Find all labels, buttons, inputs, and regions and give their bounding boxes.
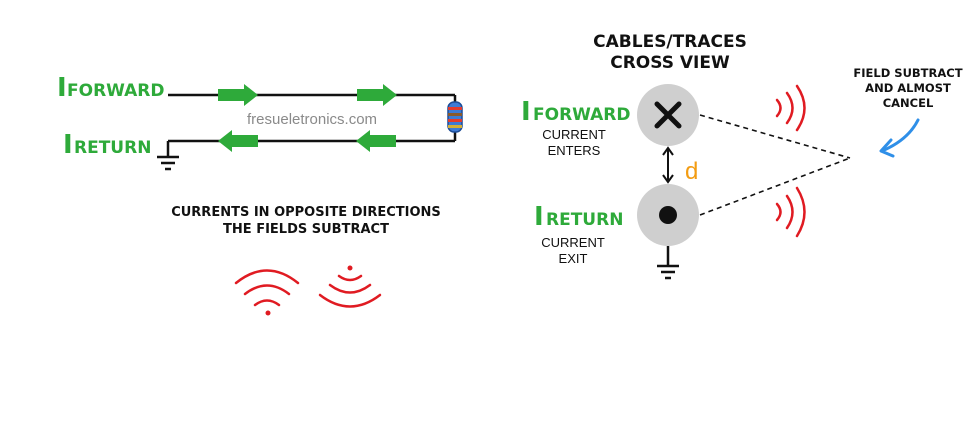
left-return-prefix: I — [63, 130, 73, 160]
forward-arrow-icon — [357, 84, 397, 106]
note-line2: AND ALMOST — [865, 81, 951, 95]
right-return-text: RETURN — [546, 210, 623, 230]
field-convergence-lines — [699, 114, 851, 216]
right-return-label: I RETURN CURRENT EXIT — [534, 202, 623, 266]
right-forward-desc-line1: CURRENT — [542, 127, 606, 142]
left-forward-text: FORWARD — [67, 81, 165, 101]
return-arrow-icon — [218, 130, 258, 152]
right-return-desc-line1: CURRENT — [541, 235, 605, 250]
return-arrow-icon — [356, 130, 396, 152]
right-title-line2: CROSS VIEW — [610, 53, 730, 73]
right-return-prefix: I — [534, 202, 544, 232]
note-line1: FIELD SUBTRACT — [853, 66, 962, 80]
cross-icon — [654, 101, 682, 129]
left-caption-line2: THE FIELDS SUBTRACT — [223, 222, 389, 237]
field-wave-icon — [775, 186, 806, 238]
field-wave-icon — [234, 269, 300, 316]
left-caption-line1: CURRENTS IN OPPOSITE DIRECTIONS — [171, 205, 441, 220]
right-forward-text: FORWARD — [533, 105, 631, 125]
watermark-text: fresueletronics.com — [247, 111, 377, 128]
forward-arrow-icon — [218, 84, 258, 106]
left-forward-label: I FORWARD — [57, 73, 165, 103]
resistor-icon — [447, 95, 463, 141]
distance-label: d — [685, 158, 698, 185]
field-wave-icon — [775, 84, 806, 132]
left-return-label: I RETURN — [63, 130, 151, 160]
dot-icon — [659, 206, 677, 224]
left-forward-prefix: I — [57, 73, 67, 103]
distance-arrow — [662, 146, 674, 184]
curved-arrow-icon — [879, 118, 920, 158]
return-conductor — [637, 184, 699, 246]
left-panel: I FORWARD I RETURN — [57, 73, 463, 316]
right-forward-label: I FORWARD CURRENT ENTERS — [521, 97, 631, 158]
right-return-desc-line2: EXIT — [559, 251, 588, 266]
right-forward-desc-line2: ENTERS — [548, 143, 601, 158]
right-forward-prefix: I — [521, 97, 531, 127]
right-panel: CABLES/TRACES CROSS VIEW I FORWARD CURRE… — [521, 32, 963, 280]
left-return-text: RETURN — [74, 138, 151, 158]
right-title-line1: CABLES/TRACES — [593, 32, 747, 52]
field-wave-icon — [318, 265, 382, 308]
forward-conductor — [637, 84, 699, 146]
note-line3: CANCEL — [883, 96, 934, 110]
ground-icon — [157, 155, 179, 171]
ground-icon — [657, 264, 679, 280]
